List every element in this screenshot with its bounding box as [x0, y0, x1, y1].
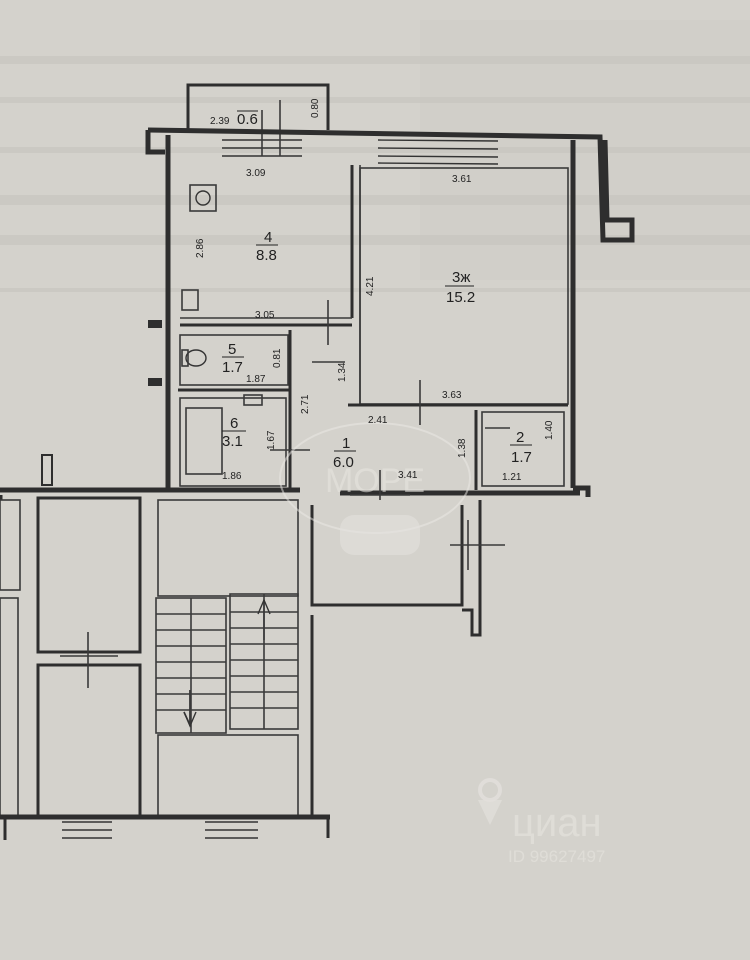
- dim-room3-top: 3.61: [452, 174, 472, 185]
- cian-brand-text: циан: [512, 801, 602, 845]
- dim-wc-side: 0.81: [272, 348, 283, 368]
- room-4-number: 4: [264, 229, 272, 246]
- room-3-number: 3ж: [452, 269, 470, 286]
- dim-bath-side: 1.67: [266, 430, 277, 450]
- balcony-width: 2.39: [210, 116, 230, 127]
- cian-watermark: циан ID 99627497: [478, 778, 605, 866]
- common-area: [0, 487, 505, 840]
- dim-wc-bottom: 1.87: [246, 374, 266, 385]
- window-stair-left: [62, 821, 112, 839]
- dim-closet-bottom: 1.21: [502, 472, 522, 483]
- window-room3: [377, 139, 499, 165]
- dim-bath-bottom: 1.86: [222, 471, 242, 482]
- dim-hall-bottom: 3.41: [398, 470, 418, 481]
- dim-hall-side: 2.71: [300, 394, 311, 414]
- dim-hall-top: 2.41: [368, 415, 388, 426]
- balcony-depth: 0.80: [310, 98, 321, 118]
- dim-room3-bottom: 3.63: [442, 390, 462, 401]
- room-1-area: 6.0: [333, 454, 354, 471]
- room-4-area: 8.8: [256, 247, 277, 264]
- room-5-number: 5: [228, 341, 236, 358]
- room-1-number: 1: [342, 435, 350, 452]
- balcony-area: 0.6: [237, 111, 258, 128]
- dim-kitchen-top: 3.09: [246, 168, 266, 179]
- dim-kitchen-bottom: 3.05: [255, 310, 275, 321]
- room-2-number: 2: [516, 429, 524, 446]
- dim-closet-left: 1.38: [457, 438, 468, 458]
- agency-watermark-text: МОРЕ: [325, 462, 425, 500]
- room-6-number: 6: [230, 415, 238, 432]
- agency-watermark: МОРЕ: [279, 422, 471, 555]
- interior-walls: [178, 165, 569, 500]
- outer-walls: [41, 127, 635, 497]
- dim-room3-side: 4.21: [365, 276, 376, 296]
- dim-kitchen-side: 2.86: [195, 238, 206, 258]
- room-6-area: 3.1: [222, 433, 243, 450]
- window-stair-right: [205, 821, 258, 839]
- listing-id-text: ID 99627497: [508, 847, 605, 866]
- room-2-area: 1.7: [511, 449, 532, 466]
- dim-hall-upper: 1.34: [337, 362, 348, 382]
- room-3-area: 15.2: [446, 289, 475, 306]
- staircase: [155, 593, 299, 734]
- room-5-area: 1.7: [222, 359, 243, 376]
- dim-closet-right: 1.40: [544, 420, 555, 440]
